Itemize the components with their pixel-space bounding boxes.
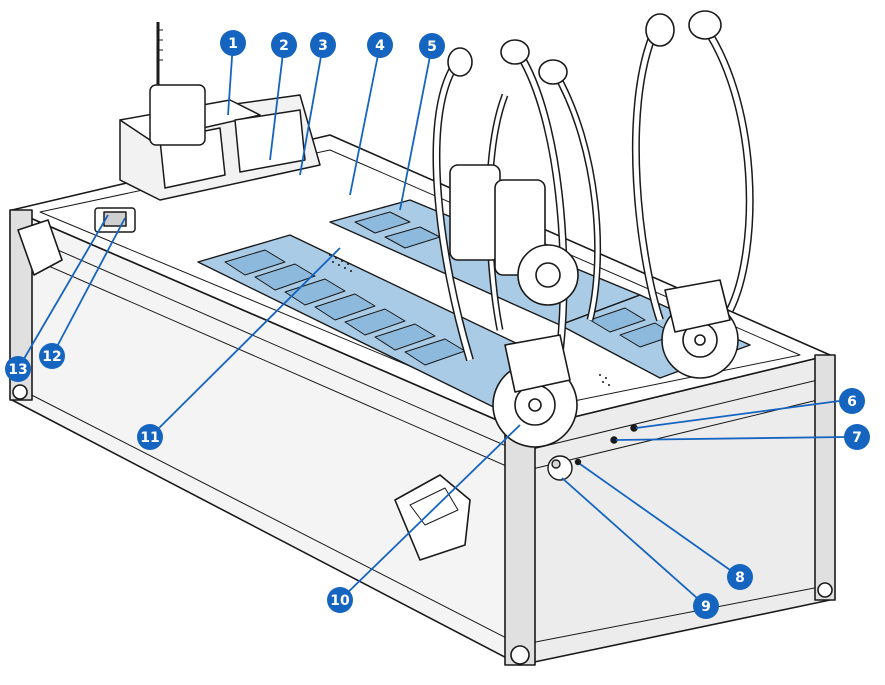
callout-12: 12 xyxy=(39,343,65,369)
callout-7: 7 xyxy=(844,424,870,450)
callout-12-label: 12 xyxy=(42,349,61,365)
leader-line-8 xyxy=(579,463,741,578)
callout-3-label: 3 xyxy=(318,38,328,54)
stethoset-receivers xyxy=(432,10,754,448)
callout-3: 3 xyxy=(310,32,336,58)
control-panel xyxy=(547,424,638,481)
callout-8: 8 xyxy=(727,564,753,590)
leader-line-12 xyxy=(51,217,126,357)
leader-line-4 xyxy=(349,44,381,196)
leader-line-10 xyxy=(339,424,521,601)
leader-lines xyxy=(17,42,846,607)
callout-8-label: 8 xyxy=(735,570,745,586)
callout-4-label: 4 xyxy=(375,38,385,54)
callout-2-label: 2 xyxy=(279,38,289,54)
leader-line-5 xyxy=(399,45,433,211)
callout-9-label: 9 xyxy=(701,599,711,615)
callout-9: 9 xyxy=(693,593,719,619)
charging-station xyxy=(94,22,321,233)
callout-6: 6 xyxy=(839,388,865,414)
callout-10: 10 xyxy=(327,587,353,613)
leader-line-9 xyxy=(561,477,707,607)
callout-1: 1 xyxy=(220,30,246,56)
callout-11: 11 xyxy=(137,424,163,450)
callout-5-label: 5 xyxy=(427,39,437,55)
callout-5: 5 xyxy=(419,33,445,59)
leader-line-3 xyxy=(299,44,324,176)
leader-line-6 xyxy=(635,400,840,429)
callout-10-label: 10 xyxy=(330,593,350,609)
leader-line-7 xyxy=(615,436,846,441)
callout-7-label: 7 xyxy=(852,430,862,446)
callout-group: 1 2 3 4 5 6 7 8 9 10 11 12 13 xyxy=(5,30,870,619)
callout-11-label: 11 xyxy=(140,430,159,446)
callout-13-label: 13 xyxy=(8,362,27,378)
callout-4: 4 xyxy=(367,32,393,58)
leader-line-13 xyxy=(17,214,109,370)
callout-2: 2 xyxy=(271,32,297,58)
callout-1-label: 1 xyxy=(228,36,238,52)
callout-13: 13 xyxy=(5,356,31,382)
callout-6-label: 6 xyxy=(847,394,857,410)
leader-line-11 xyxy=(149,247,341,438)
leader-line-2 xyxy=(269,44,285,161)
